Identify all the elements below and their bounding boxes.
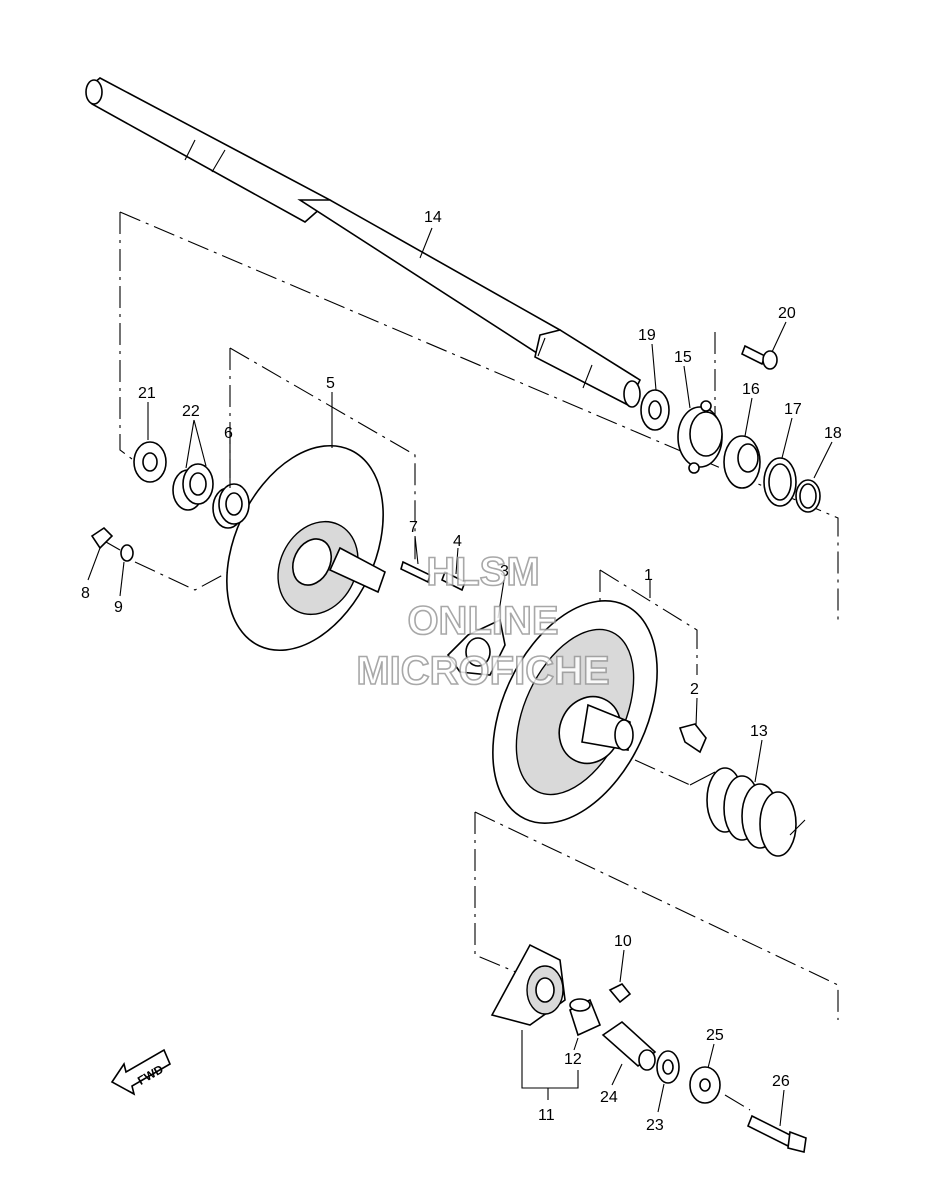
snap-ring-part-17[interactable]	[763, 457, 797, 507]
watermark-line-1: HLSM	[426, 550, 539, 594]
callout-4: 4	[453, 533, 462, 550]
housing-part-15[interactable]	[677, 400, 723, 474]
leader-lines	[87, 227, 833, 1127]
sheave-part-5[interactable]	[196, 421, 414, 676]
bushing-part-12[interactable]	[569, 998, 602, 1037]
callout-10: 10	[614, 933, 632, 950]
callout-13: 13	[750, 723, 768, 740]
washer-part-19[interactable]	[640, 389, 670, 431]
callout-1: 1	[644, 567, 653, 584]
spring-part-13[interactable]	[689, 767, 806, 857]
callout-21: 21	[138, 385, 156, 402]
callout-12: 12	[564, 1051, 582, 1068]
bolt-part-20[interactable]	[740, 344, 778, 370]
shaft-part-14[interactable]	[85, 77, 642, 408]
callout-14: 14	[424, 209, 442, 226]
stud-part-7[interactable]	[400, 560, 431, 584]
watermark-line-2: ONLINE	[407, 599, 558, 643]
weight-part-2[interactable]	[678, 723, 707, 754]
bushing-part-22[interactable]	[172, 463, 214, 511]
housing-part-11[interactable]	[490, 943, 566, 1026]
callout-15: 15	[674, 349, 692, 366]
collar-part-24[interactable]	[601, 1020, 657, 1071]
bearing-part-16[interactable]	[723, 435, 761, 489]
callout-26: 26	[772, 1073, 790, 1090]
washer-part-9[interactable]	[120, 544, 134, 562]
bolt-part-26[interactable]	[746, 1114, 807, 1153]
callout-24: 24	[600, 1089, 618, 1106]
callout-25: 25	[706, 1027, 724, 1044]
fwd-arrow-icon: FWD	[110, 1048, 172, 1096]
callout-9: 9	[114, 599, 123, 616]
callout-17: 17	[784, 401, 802, 418]
ring-part-18[interactable]	[795, 479, 821, 513]
nut-part-10[interactable]	[608, 982, 632, 1004]
washer-part-21[interactable]	[133, 441, 167, 483]
callout-7: 7	[409, 519, 418, 536]
callout-22: 22	[182, 403, 200, 420]
stud-part-4[interactable]	[440, 570, 467, 592]
washer-part-25[interactable]	[689, 1066, 721, 1104]
watermark: HLSM ONLINE MICROFICHE	[356, 549, 611, 694]
watermark-line-3: MICROFICHE	[356, 649, 609, 693]
washer-part-23[interactable]	[656, 1050, 680, 1084]
callout-6: 6	[224, 425, 233, 442]
callout-8: 8	[81, 585, 90, 602]
callout-19: 19	[638, 327, 656, 344]
callout-3: 3	[500, 563, 509, 580]
bearing-part-6[interactable]	[212, 483, 250, 529]
callout-11: 11	[538, 1107, 555, 1124]
bolt-part-8[interactable]	[90, 526, 121, 551]
gasket-part-3[interactable]	[446, 618, 506, 676]
callout-23: 23	[646, 1117, 664, 1134]
callout-18: 18	[824, 425, 842, 442]
callout-labels: 1 2 3 4 5 6 7 8 9 10 11 12 13 14 15 16 1…	[81, 209, 842, 1134]
callout-2: 2	[690, 681, 699, 698]
callout-20: 20	[778, 305, 796, 322]
callout-16: 16	[742, 381, 760, 398]
callout-5: 5	[326, 375, 335, 392]
drive-part-1[interactable]	[460, 575, 690, 850]
